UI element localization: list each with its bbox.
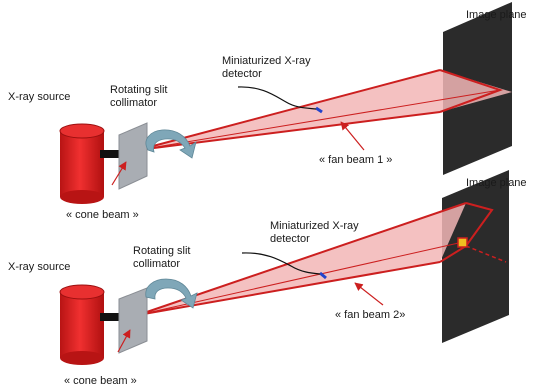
detector-label-top-line2: detector [222,68,262,80]
cone-beam-2-arrow [117,329,131,353]
detector-label-bottom-line1: Miniaturized X-ray [270,220,359,232]
cone-beam-1-label: « cone beam » [66,209,139,221]
detector-leader-top [237,86,317,110]
rotation-arrow-top [145,129,197,159]
xray-source-bottom [59,284,126,365]
collimator-label-top-line1: Rotating slit [110,84,167,96]
cone-beam-1-arrow [111,161,127,186]
xray-source-top [59,123,126,204]
collimator-label-top-line2: collimator [110,97,157,109]
rotation-arrow-bottom [145,278,198,309]
projection-dashed-line [465,245,507,263]
fan-beam-2-arrow [354,282,384,306]
detector-hotspot [457,237,468,248]
setup-bottom: Image plane X-ray source Rotating slit c… [8,170,527,387]
fan-beam-1-label: « fan beam 1 » [319,154,392,166]
fan-beam-1-arrow [340,121,365,151]
setup-top: Image plane X-ray source Rotating slit c… [8,2,527,221]
collimator-label-bottom-line1: Rotating slit [133,245,190,257]
fan-beam-1-fill [140,70,512,150]
detector-bottom [319,271,327,280]
collimator-label-bottom-line2: collimator [133,258,180,270]
image-plane-bottom [442,170,509,343]
xray-source-label-bottom: X-ray source [8,261,70,273]
detector-label-top-line1: Miniaturized X-ray [222,55,311,67]
detector-top [315,106,323,114]
cone-beam-2-label: « cone beam » [64,375,137,387]
collimator-top [118,122,148,190]
image-plane-label-bottom: Image plane [466,177,527,189]
detector-leader-bottom [241,252,321,275]
image-plane-label-top: Image plane [466,9,527,21]
detector-label-bottom-line2: detector [270,233,310,245]
fan-beam-2-label: « fan beam 2» [335,309,405,321]
xray-source-label-top: X-ray source [8,91,70,103]
